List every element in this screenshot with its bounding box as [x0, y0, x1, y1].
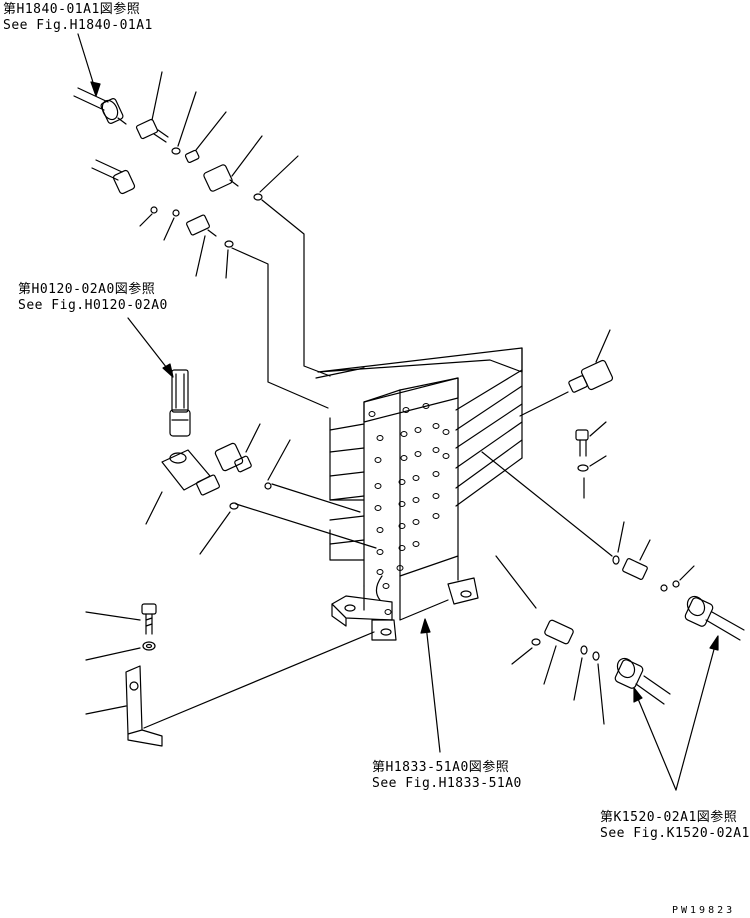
reference-label-jp: 第H1833-51A0図参照 [372, 760, 510, 775]
reference-label-en: See Fig.H0120-02A0 [18, 298, 168, 313]
reference-label-jp: 第H1840-01A1図参照 [3, 2, 141, 17]
reference-arrow-h1840 [77, 33, 101, 97]
drawing-code: PW19823 [672, 905, 736, 916]
reference-label-h1840: 第H1840-01A1図参照 See Fig.H1840-01A1 [3, 2, 153, 34]
reference-arrow-h1833 [420, 618, 441, 753]
upper-hose-assembly [73, 71, 299, 279]
mounting-bracket-parts [85, 603, 163, 747]
reference-label-k1520: 第K1520-02A1図参照 See Fig.K1520-02A1 [600, 810, 750, 842]
reference-label-jp: 第K1520-02A1図参照 [600, 810, 738, 825]
reference-label-en: See Fig.K1520-02A1 [600, 826, 750, 841]
reference-label-en: See Fig.H1833-51A0 [372, 776, 522, 791]
reference-label-h0120: 第H0120-02A0図参照 See Fig.H0120-02A0 [18, 282, 168, 314]
reference-arrow-k1520 [633, 635, 719, 791]
right-side-fittings [511, 329, 745, 725]
reference-label-h1833: 第H1833-51A0図参照 See Fig.H1833-51A0 [372, 760, 522, 792]
reference-label-en: See Fig.H1840-01A1 [3, 18, 153, 33]
left-middle-fittings [145, 369, 291, 555]
reference-arrow-h0120 [127, 317, 174, 378]
reference-label-jp: 第H0120-02A0図参照 [18, 282, 156, 297]
control-valve-manifold [315, 347, 523, 641]
leader-lines [143, 199, 613, 729]
